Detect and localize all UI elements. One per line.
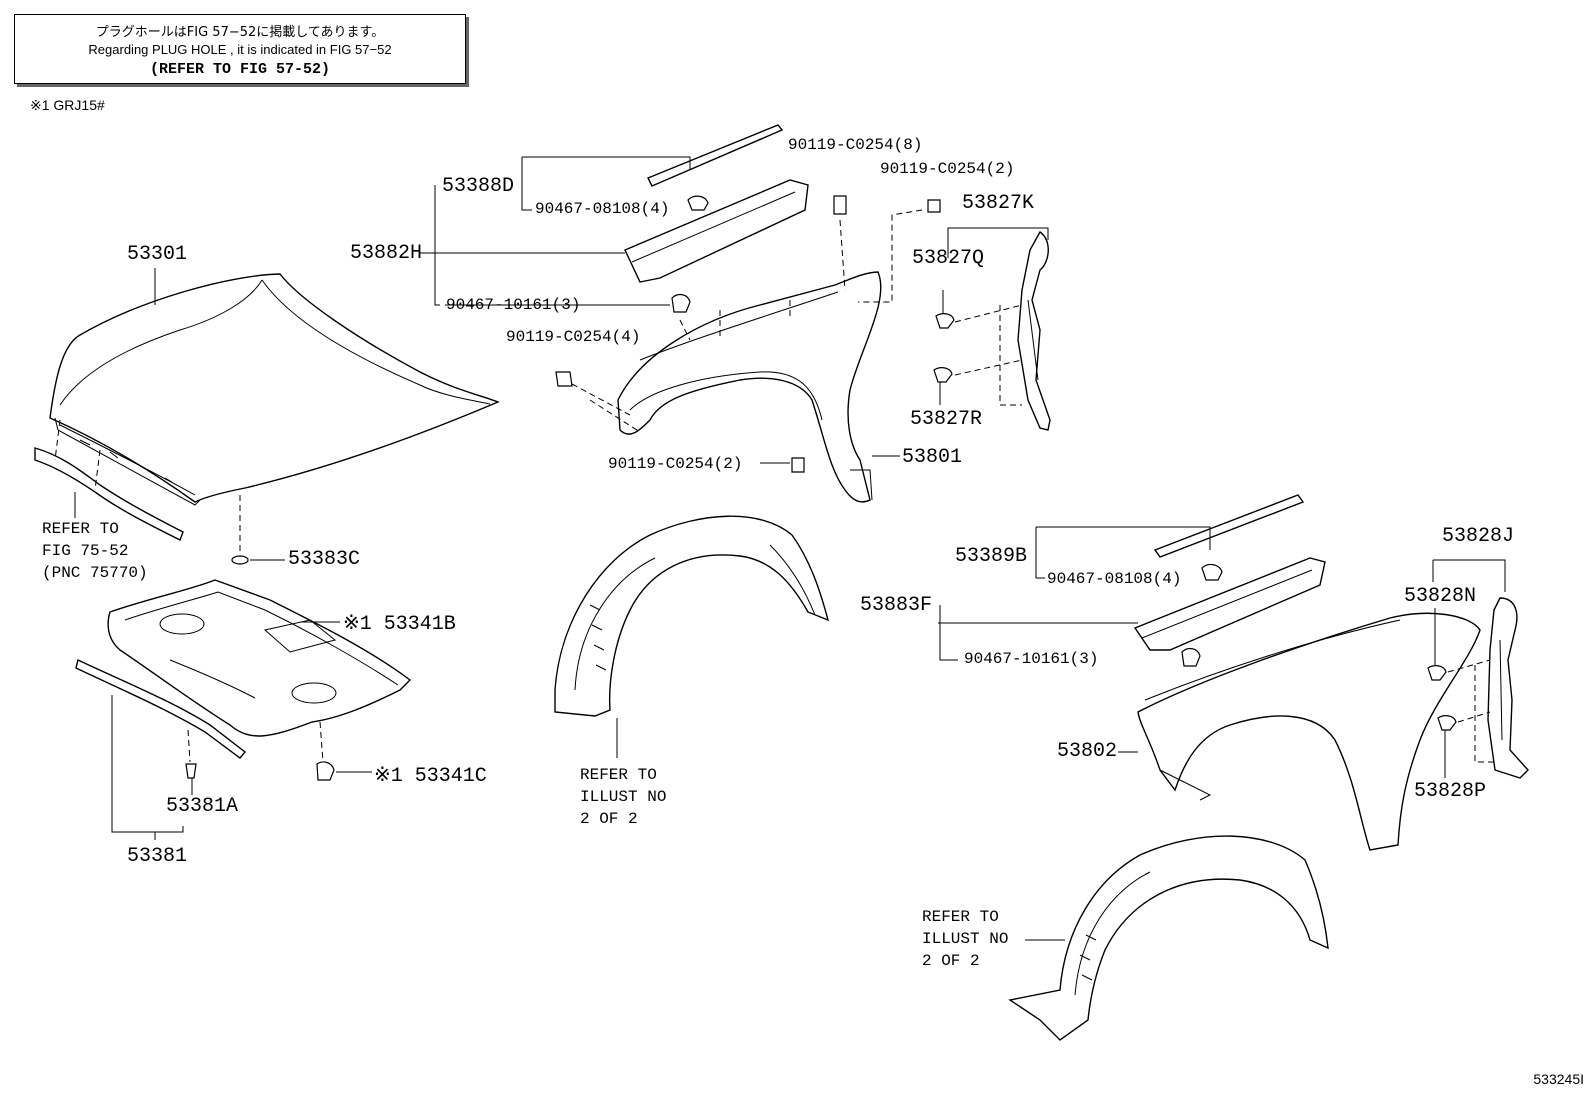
label-53827k[interactable]: 53827K [962, 192, 1035, 215]
label-53828j[interactable]: 53828J [1442, 525, 1515, 548]
hood-insulator-drawing [107, 579, 412, 737]
bolt-c0254-8 [833, 195, 847, 215]
refer-illust-2-line-3: 2 OF 2 [922, 952, 980, 970]
label-90119-c0254-2a[interactable]: 90119-C0254(2) [880, 160, 1015, 178]
clip-53827r [933, 367, 953, 383]
figure-id: 533245I [1533, 1071, 1584, 1087]
label-90467-10161-lower[interactable]: 90467-10161(3) [964, 650, 1099, 668]
label-53828p[interactable]: 53828P [1414, 780, 1487, 803]
label-53381a[interactable]: 53381A [166, 795, 239, 818]
hood-drawing [49, 273, 500, 506]
seal-retainer-53882h-drawing [624, 124, 809, 283]
label-90119-c0254-2b[interactable]: 90119-C0254(2) [608, 455, 743, 473]
refer-fig-line-1: REFER TO [42, 520, 119, 538]
fender-liner-lower-drawing [1008, 835, 1329, 1041]
seal-53389b [1153, 494, 1305, 558]
label-53388d[interactable]: 53388D [442, 175, 515, 198]
refer-illust-note-1[interactable]: REFER TO ILLUST NO 2 OF 2 [580, 764, 666, 830]
label-90467-08108-lower[interactable]: 90467-08108(4) [1047, 570, 1182, 588]
label-53341b[interactable]: ※1 53341B [343, 613, 456, 636]
label-53381[interactable]: 53381 [127, 845, 188, 868]
clip-53827q [935, 313, 955, 329]
refer-fig-line-3: (PNC 75770) [42, 564, 148, 582]
clip-53381a [185, 763, 197, 779]
clip-53828p [1437, 715, 1457, 731]
refer-illust-note-2[interactable]: REFER TO ILLUST NO 2 OF 2 [922, 906, 1008, 972]
seal-retainer-53883f-drawing [1133, 494, 1326, 651]
bolt-c0254-2a [927, 199, 941, 213]
splash-shield-53827k-drawing [1017, 230, 1051, 431]
footnote: ※1 GRJ15# [30, 97, 105, 113]
bolt-c0254-4 [555, 371, 573, 387]
label-53882h[interactable]: 53882H [350, 242, 423, 265]
plug-hole-note: プラグホールはFIG 57−52に掲載してあります。 Regarding PLU… [14, 14, 466, 84]
note-reference-link[interactable]: (REFER TO FIG 57-52) [149, 61, 331, 78]
bolt-c0254-2b [791, 457, 805, 473]
seal-53388d [647, 124, 784, 187]
refer-illust-1-line-2: ILLUST NO [580, 788, 667, 806]
label-53827q[interactable]: 53827Q [912, 247, 985, 270]
fender-53801-drawing [617, 271, 882, 503]
fender-liner-upper-drawing [554, 515, 830, 717]
note-japanese: プラグホールはFIG 57−52に掲載してあります。 [95, 25, 385, 40]
refer-illust-1-line-3: 2 OF 2 [580, 810, 638, 828]
label-90119-c0254-4[interactable]: 90119-C0254(4) [506, 328, 641, 346]
label-90119-c0254-8[interactable]: 90119-C0254(8) [788, 136, 923, 154]
refer-illust-2-line-2: ILLUST NO [922, 930, 1009, 948]
refer-illust-1-line-1: REFER TO [580, 766, 657, 784]
clip-90467-10161-upper [671, 293, 691, 313]
clip-90467-08108-upper [687, 195, 709, 211]
label-53828n[interactable]: 53828N [1404, 585, 1477, 608]
label-53827r[interactable]: 53827R [910, 408, 983, 431]
label-53883f[interactable]: 53883F [860, 594, 933, 617]
note-english: Regarding PLUG HOLE , it is indicated in… [88, 42, 392, 57]
label-53301[interactable]: 53301 [127, 243, 188, 266]
fender-53802-drawing [1137, 612, 1481, 851]
splash-shield-53828j-drawing [1487, 597, 1529, 779]
insulator-seal-strip [75, 659, 247, 759]
refer-fig-line-2: FIG 75-52 [42, 542, 129, 560]
clip-90467-08108-lower [1201, 563, 1223, 581]
label-53341c[interactable]: ※1 53341C [374, 765, 487, 788]
clip-90467-10161-lower [1181, 647, 1201, 667]
label-53389b[interactable]: 53389B [955, 545, 1028, 568]
hood-seal-strip [34, 447, 184, 541]
refer-fig-note[interactable]: REFER TO FIG 75-52 (PNC 75770) [42, 518, 148, 584]
label-90467-08108-upper[interactable]: 90467-08108(4) [535, 200, 670, 218]
label-53802[interactable]: 53802 [1057, 740, 1118, 763]
label-90467-10161-upper[interactable]: 90467-10161(3) [446, 296, 581, 314]
clip-53341c [316, 761, 335, 781]
hood-plug [231, 555, 249, 565]
label-53383c[interactable]: 53383C [288, 548, 361, 571]
clip-53828n [1427, 665, 1447, 681]
refer-illust-2-line-1: REFER TO [922, 908, 999, 926]
label-53801[interactable]: 53801 [902, 446, 963, 469]
